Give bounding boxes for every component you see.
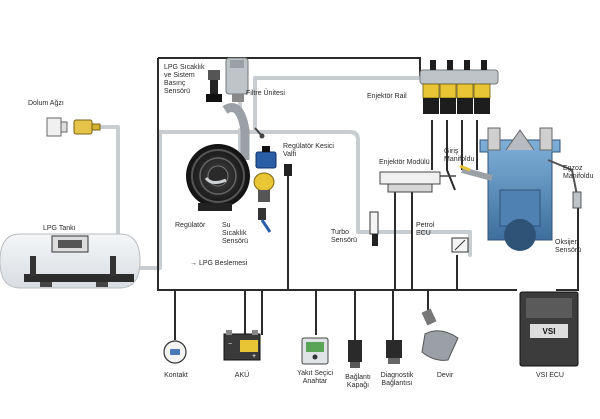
petrol-ecu: [451, 237, 469, 253]
connection-cover: [348, 340, 362, 368]
rpm-sensor: [421, 308, 459, 361]
label-aku: AKÜ: [234, 372, 250, 379]
label-lpg-beslemesi: → LPG Beslemesi: [190, 260, 247, 268]
label-enjektor-modulu: Enjektör Modülü: [379, 159, 430, 166]
label-regulator-kesici: Regülatör Kesici Valfi: [283, 143, 334, 158]
label-baglanti-kapagi: Bağlantı Kapağı: [345, 374, 371, 389]
label-kontakt: Kontakt: [164, 372, 188, 379]
label-regulator: Regülatör: [175, 222, 206, 229]
svg-text:−: −: [228, 341, 232, 348]
lpg-tank: [0, 233, 141, 289]
ignition-key: [163, 340, 187, 364]
label-lpg-sicaklik: LPG Sıcaklık ve Sistem Basınç Sensörü: [164, 64, 205, 95]
label-lpg-tanki: LPG Tankı: [43, 225, 76, 232]
arrow-icon: →: [190, 260, 197, 267]
filter-unit: [225, 57, 249, 102]
fuel-selector-switch: [301, 337, 329, 365]
turbo-sensor: [369, 211, 379, 246]
label-enjektor-rail: Enjektör Rail: [367, 93, 407, 100]
pressure-sensor-small: [284, 164, 292, 176]
vsi-ecu: VSI: [519, 291, 579, 367]
svg-text:+: +: [252, 353, 256, 360]
injector-module: [379, 171, 456, 193]
t-fitting: [254, 127, 265, 139]
label-vsi-ecu: VSI ECU: [535, 372, 564, 379]
diagnostic-connector: [386, 340, 402, 364]
label-turbo-sensoru: Turbo Sensörü: [331, 229, 358, 244]
label-su-sicaklik: Su Sıcaklık Sensörü: [222, 222, 249, 245]
battery: − +: [223, 330, 261, 361]
engine: [459, 127, 582, 251]
regulator: [186, 103, 250, 211]
label-filtre: Filtre Ünitesi: [246, 90, 285, 97]
label-devir: Devir: [436, 372, 454, 379]
svg-text:VSI: VSI: [543, 327, 556, 336]
label-dolum-agzi: Dolum Ağzı: [28, 100, 64, 107]
filling-valve: [46, 117, 101, 137]
regulator-cutoff-valve: [253, 146, 277, 202]
injector-rail: [419, 60, 499, 114]
label-oksijen-sensoru: Oksijen Sensörü: [555, 239, 582, 254]
water-temperature-sensor: [258, 208, 272, 233]
label-petrol-ecu: Petrol ECU: [416, 222, 435, 237]
lpg-temperature-sensor: [206, 70, 222, 102]
label-diagnostik: Diagnostik Bağlantısı: [380, 372, 414, 387]
label-lpg-beslemesi-text: LPG Beslemesi: [198, 260, 248, 267]
label-egzoz-manifoldu: Egzoz Manifoldu: [563, 165, 594, 180]
label-giris-manifoldu: Giriş Manifoldu: [444, 148, 475, 163]
label-yakit-secici: Yakıt Seçici Anahtar: [296, 370, 334, 385]
